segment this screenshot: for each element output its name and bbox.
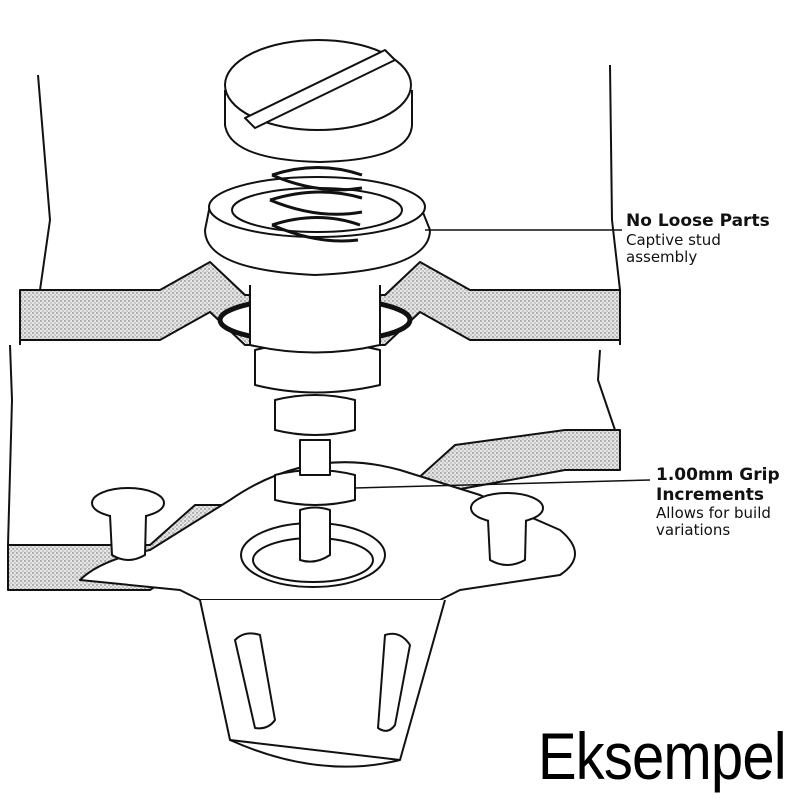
spring (269, 166, 363, 243)
watermark-text: Eksempel (538, 719, 787, 793)
callout-leader-2 (354, 479, 651, 489)
callout-1-title: No Loose Parts (626, 211, 770, 231)
rivet-right (470, 492, 544, 566)
stud (217, 285, 413, 563)
retaining-cup (204, 176, 431, 276)
screw-head (224, 39, 413, 163)
callout-2-line-2: variations (656, 521, 731, 540)
callout-2-title-2: Increments (656, 484, 765, 505)
callout-1-line-1: Captive stud (626, 230, 721, 249)
callout-no-loose-parts: No Loose Parts Captive stud assembly (626, 211, 770, 266)
rivet-left (91, 487, 165, 561)
callout-2-title: 1.00mm Grip (656, 465, 780, 485)
callout-grip-increments: 1.00mm Grip Increments Allows for build … (656, 465, 780, 540)
callout-2-line-1: Allows for build (656, 504, 771, 523)
callout-1-line-2: assembly (626, 247, 698, 266)
